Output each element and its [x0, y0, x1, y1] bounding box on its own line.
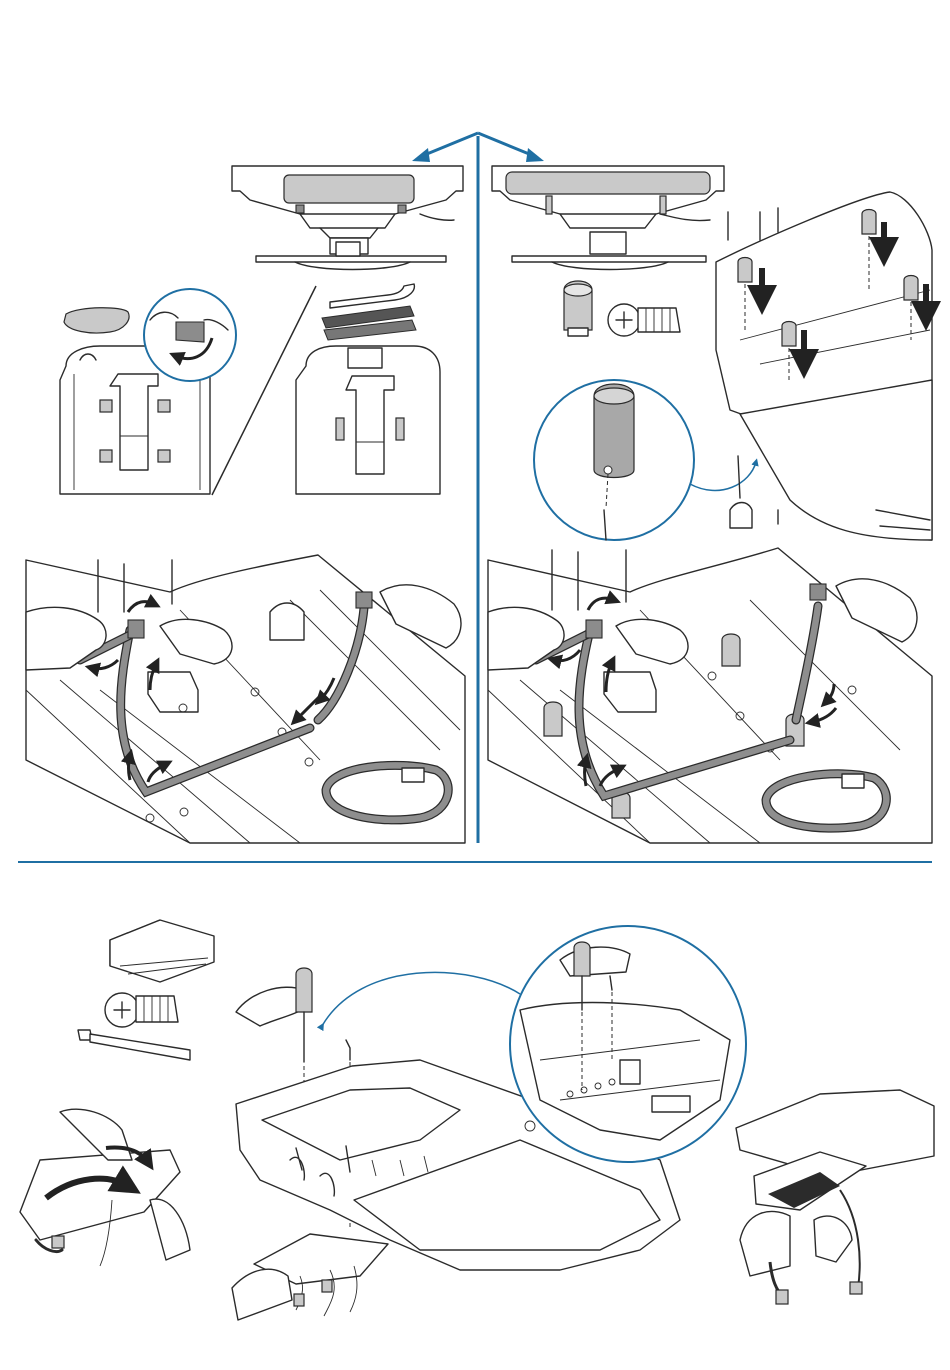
strap-routing-left — [26, 555, 465, 843]
magnifier-sleeve — [534, 380, 756, 540]
bracket-part — [110, 920, 214, 982]
seat-underside-right — [492, 166, 724, 270]
seat-underside-left — [232, 166, 463, 270]
bracket-with-cables — [232, 1234, 388, 1320]
magnifier-bracket-screw — [510, 926, 746, 1162]
seat-back-plate-center — [296, 346, 440, 494]
base-sleeve-insertion — [716, 192, 932, 540]
cable-tie — [78, 1030, 190, 1060]
strap-routing-right — [488, 548, 932, 843]
backrest-cap — [64, 308, 129, 333]
cable-connection — [736, 1090, 934, 1304]
adhesive-pads — [322, 284, 416, 340]
magnifier-cap-removal — [144, 289, 236, 381]
bracket-folding — [20, 1109, 190, 1266]
screw-top-right — [608, 304, 680, 336]
spacer-sleeve — [564, 281, 592, 336]
screw-bottom — [105, 993, 178, 1027]
